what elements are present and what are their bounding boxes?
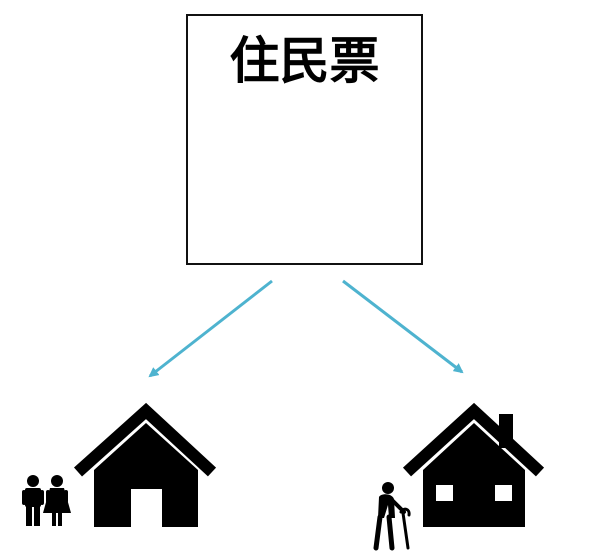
house-icon (73, 402, 217, 527)
house-with-chimney-icon (402, 402, 545, 527)
resident-certificate-box: 住民票 (186, 14, 423, 265)
document-title: 住民票 (229, 32, 380, 90)
right-arrow-icon (342, 279, 464, 374)
left-arrow-icon (148, 279, 273, 378)
elderly-person-with-cane-icon (373, 482, 411, 551)
couple-icon (22, 475, 71, 526)
